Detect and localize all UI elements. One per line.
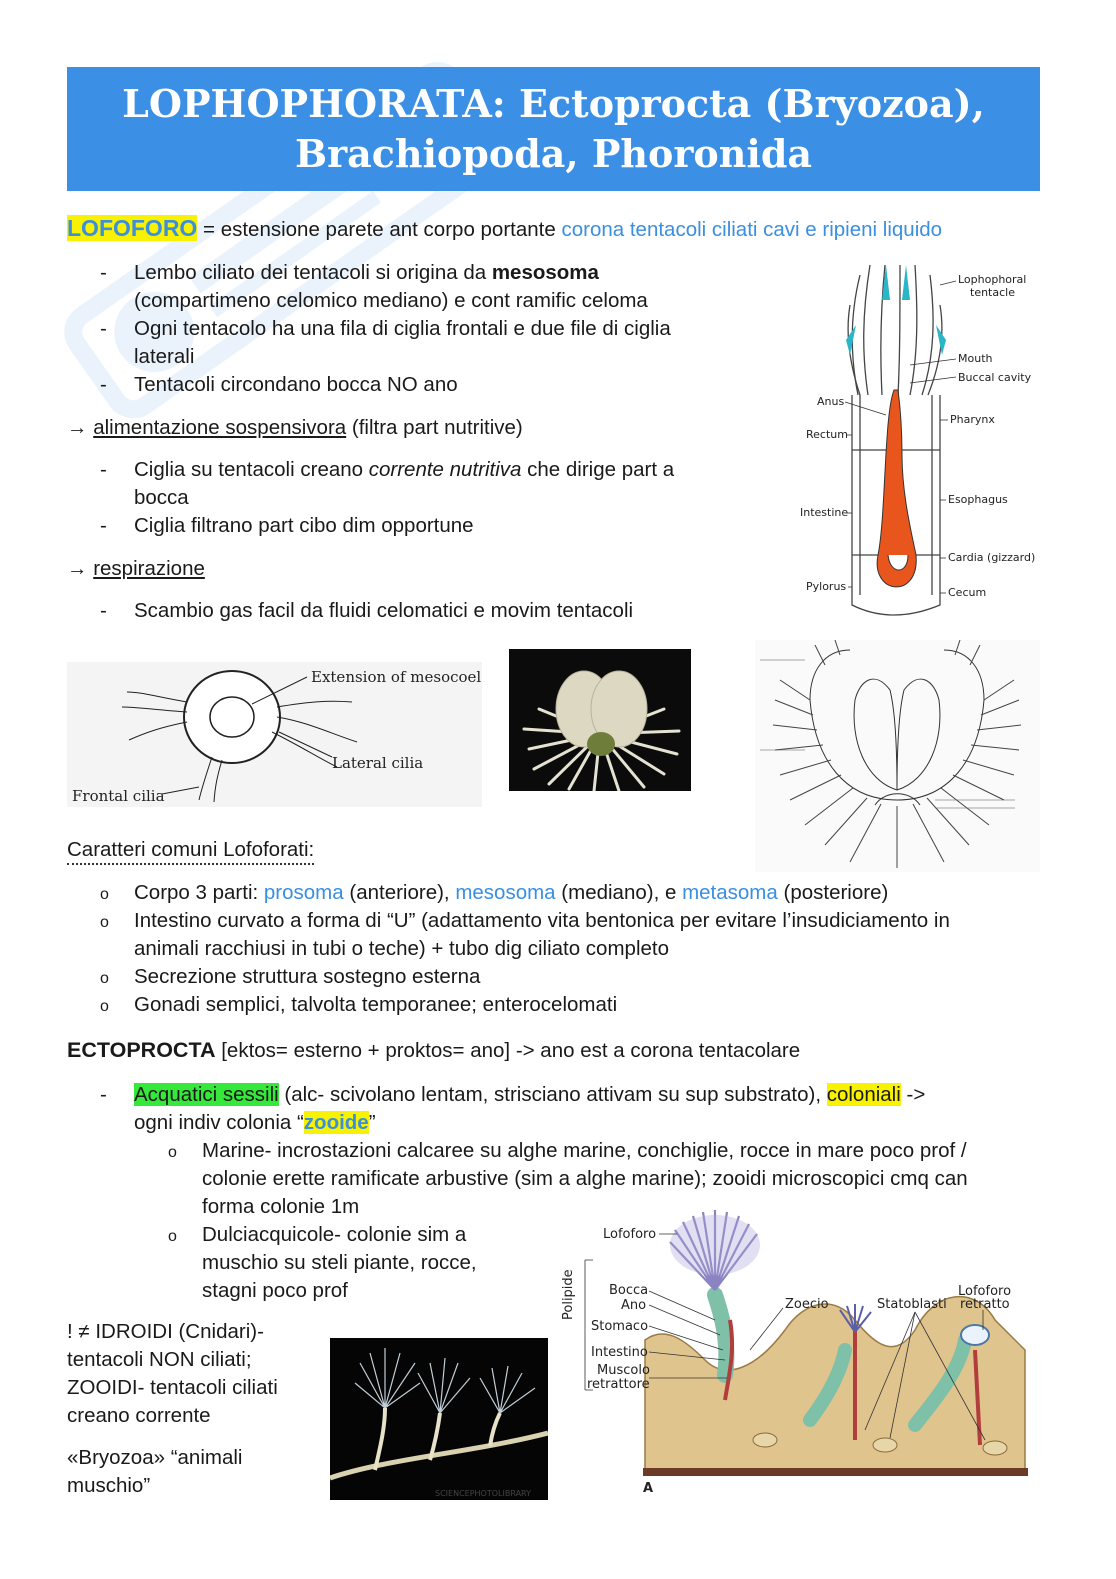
lophophore-drawing (755, 640, 1040, 872)
label-frontal-cilia: Frontal cilia (72, 787, 165, 805)
list-item: Secrezione struttura sostegno esterna (134, 965, 481, 988)
label-buccal-cavity: Buccal cavity (958, 371, 1032, 384)
label-lofoforo: Lofoforo (603, 1227, 656, 1242)
label-cardia: Cardia (gizzard) (948, 551, 1035, 564)
label-lateral-cilia: Lateral cilia (332, 754, 423, 772)
list-item: Acquatici sessili (alc- scivolano lentam… (134, 1083, 926, 1134)
list-item: Marine- incrostazioni calcaree su alghe … (202, 1139, 968, 1218)
label-extension-mesocoel: Extension of mesocoel (311, 668, 481, 686)
list-item: Tentacoli circondano bocca NO ano (134, 373, 458, 396)
tentacle-cross-section-diagram: Extension of mesocoel Lateral cilia Fron… (67, 662, 482, 807)
label-lofoforo-retratto-1: Lofoforo (958, 1284, 1011, 1299)
ectoprocta-definition: ECTOPROCTA [ektos= esterno + proktos= an… (67, 1038, 801, 1062)
list-item: Gonadi semplici, talvolta temporanee; en… (134, 993, 618, 1016)
list-item: Lembo ciliato dei tentacoli si origina d… (134, 261, 648, 312)
label-cecum: Cecum (948, 586, 986, 599)
label-zoecio: Zoecio (785, 1297, 829, 1312)
label-mouth: Mouth (958, 352, 993, 365)
photo-credit: SCIENCEPHOTOLIBRARY (435, 1489, 531, 1498)
lofoforo-definition: LOFOFORO = estensione parete ant corpo p… (67, 215, 943, 241)
label-anus: Anus (817, 395, 844, 408)
alimentazione-heading: → alimentazione sospensivora (filtra par… (67, 416, 523, 439)
label-stomaco: Stomaco (591, 1319, 648, 1334)
idroidi-note: ! ≠ IDROIDI (Cnidari)- tentacoli NON cil… (67, 1320, 278, 1427)
lophophore-photo (509, 649, 691, 791)
label-lophophoral: Lophophoral (958, 273, 1026, 286)
list-item: Scambio gas facil da fluidi celomatici e… (134, 599, 634, 622)
bryozoan-colony-photo: SCIENCEPHOTOLIBRARY (330, 1338, 548, 1500)
label-muscolo: Muscolo (597, 1363, 650, 1378)
label-pharynx: Pharynx (950, 413, 995, 426)
list-item: Ogni tentacolo ha una fila di ciglia fro… (134, 317, 671, 368)
list-item: Intestino curvato a forma di “U” (adatta… (134, 909, 950, 960)
label-pylorus: Pylorus (806, 580, 846, 593)
title-banner: LOPHOPHORATA: Ectoprocta (Bryozoa), Brac… (67, 67, 1040, 191)
bryozoan-colony-diagram: Lofoforo Bocca Ano Stomaco Intestino Mus… (555, 1200, 1040, 1500)
lofoforo-term: LOFOFORO (67, 215, 198, 241)
label-intestine: Intestine (800, 506, 848, 519)
list-item: Ciglia filtrano part cibo dim opportune (134, 514, 474, 537)
label-ano: Ano (621, 1298, 646, 1313)
list-item: Ciglia su tentacoli creano corrente nutr… (134, 458, 675, 509)
label-esophagus: Esophagus (948, 493, 1008, 506)
label-tentacle: tentacle (970, 286, 1015, 299)
respirazione-heading: → respirazione (67, 557, 205, 580)
caratteri-heading: Caratteri comuni Lofoforati: (67, 837, 315, 865)
bryozoa-note: «Bryozoa» “animali muschio” (67, 1446, 243, 1497)
label-intestino: Intestino (591, 1345, 648, 1360)
label-rectum: Rectum (806, 428, 848, 441)
label-retrattore: retrattore (587, 1377, 650, 1392)
page-title: LOPHOPHORATA: Ectoprocta (Bryozoa), Brac… (122, 81, 985, 176)
list-item: Dulciacquicole- colonie sim a muschio su… (202, 1223, 477, 1302)
label-bocca: Bocca (609, 1283, 648, 1298)
phoronid-anatomy-diagram: Lophophoral tentacle Mouth Buccal cavity… (800, 264, 1035, 616)
label-panel-a: A (643, 1481, 653, 1496)
ectoprocta-term: ECTOPROCTA (67, 1038, 216, 1062)
label-polipide: Polipide (561, 1269, 576, 1320)
list-item: Corpo 3 parti: prosoma (anteriore), meso… (134, 881, 889, 904)
label-lofoforo-retratto-2: retratto (960, 1297, 1010, 1312)
label-statoblasti: Statoblasti (877, 1297, 947, 1312)
